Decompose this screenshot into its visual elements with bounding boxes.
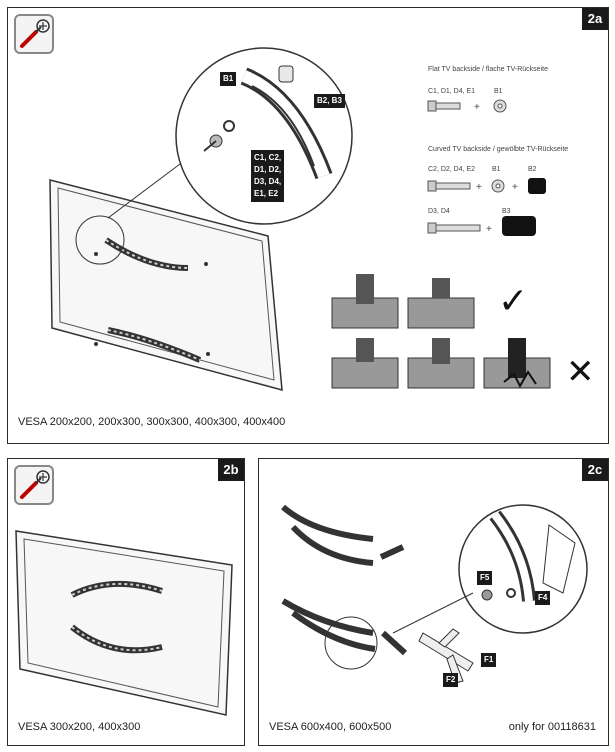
- curved-washer-label: B1: [492, 166, 501, 173]
- flat-plus: +: [474, 102, 480, 113]
- step-badge-2c: 2c: [582, 459, 608, 481]
- flat-washer-label: B1: [494, 88, 503, 95]
- panel-2c: 2c F5 F4 F1 F2 VESA 600x400, 600x500 onl…: [258, 458, 609, 746]
- screw-set-line-4: E1, E2: [254, 189, 279, 198]
- tv-back-illustration: [49, 157, 283, 392]
- long-spacer-label: B3: [502, 208, 511, 215]
- screwdriver-screw-icon: [14, 14, 54, 54]
- curved-screw-icon: [427, 180, 471, 192]
- label-f1: F1: [481, 653, 497, 667]
- mounting-comparison: [331, 274, 551, 389]
- label-b1: B1: [220, 72, 237, 86]
- panel-2b: 2b VESA 300x200, 400x300: [7, 458, 245, 746]
- curved-screw-label: C2, D2, D4, E2: [428, 166, 476, 173]
- flat-screw-label: C1, D1, D4, E1: [428, 88, 476, 95]
- long-plus: +: [486, 224, 492, 235]
- label-f4: F4: [535, 591, 551, 605]
- screw-set-line-1: C1, C2,: [254, 153, 282, 162]
- step-badge-2b: 2b: [218, 459, 244, 481]
- screwdriver-glyph-2b: [20, 470, 50, 499]
- model-note: only for 00118631: [508, 721, 596, 733]
- panel-2a: 2a B1 B2, B3 C1,: [7, 7, 609, 444]
- flat-screw-icon: [427, 100, 461, 112]
- flat-tv-title: Flat TV backside / flache TV-Rückseite: [428, 66, 548, 73]
- panel-2c-caption: VESA 600x400, 600x500: [269, 721, 392, 733]
- curved-spacer-label: B2: [528, 166, 537, 173]
- long-screw-label: D3, D4: [428, 208, 450, 215]
- curved-tv-title: Curved TV backside / gewölbte TV-Rücksei…: [428, 146, 569, 153]
- tv-back-illustration-2b: [15, 530, 233, 716]
- label-screw-set: C1, C2, D1, D2, D3, D4, E1, E2: [251, 150, 285, 202]
- curved-spacer-icon: [528, 178, 546, 194]
- curved-plus-2: +: [512, 182, 518, 193]
- extension-bracket-illustration: [281, 504, 588, 684]
- panel-2a-caption: VESA 200x200, 200x300, 300x300, 400x300,…: [18, 416, 286, 428]
- step-badge-2a: 2a: [582, 8, 608, 30]
- flat-washer-icon: [493, 99, 507, 113]
- curved-plus-1: +: [476, 182, 482, 193]
- incorrect-cross-icon: ✕: [566, 353, 595, 391]
- long-spacer-icon: [502, 216, 536, 236]
- correct-check-icon: ✓: [498, 280, 529, 321]
- screwdriver-glyph: [20, 19, 50, 48]
- label-f5: F5: [477, 571, 493, 585]
- zoom-detail-circle: [175, 47, 353, 225]
- panel-2b-caption: VESA 300x200, 400x300: [18, 721, 141, 733]
- long-screw-icon: [427, 222, 481, 234]
- screw-set-line-3: D3, D4,: [254, 177, 282, 186]
- screw-set-line-2: D1, D2,: [254, 165, 282, 174]
- curved-washer-icon: [491, 179, 505, 193]
- screwdriver-screw-icon: [14, 465, 54, 505]
- label-f2: F2: [443, 673, 459, 687]
- label-b2-b3: B2, B3: [314, 94, 345, 108]
